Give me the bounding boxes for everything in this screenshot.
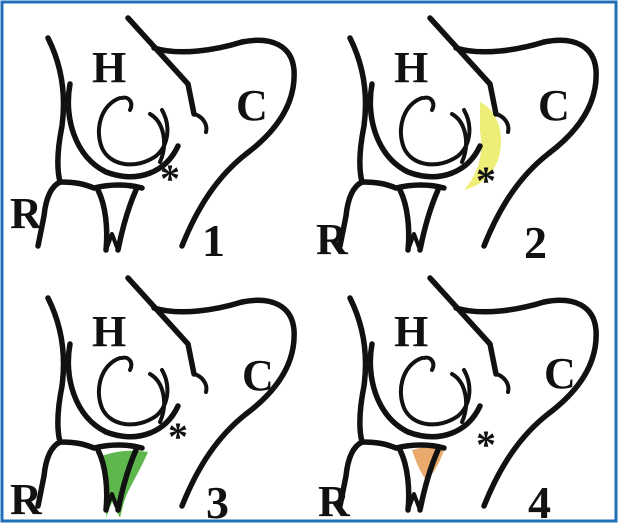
panel-number: 1 — [202, 215, 225, 266]
radius-label: R — [10, 475, 43, 523]
panel-1: H C R * 1 — [10, 18, 294, 266]
condyle-label: C — [236, 81, 268, 130]
head-label: H — [394, 43, 428, 92]
panel-number: 3 — [206, 477, 229, 523]
condyle-label: C — [544, 349, 576, 398]
head-label: H — [92, 307, 126, 356]
radius-label: R — [316, 215, 349, 264]
panel-3: H C R * 3 — [10, 278, 294, 523]
radius-label: R — [10, 189, 43, 238]
panel-2: H C R * 2 — [316, 18, 596, 268]
panel-4: H C R * 4 — [318, 278, 596, 523]
marker-asterisk: * — [476, 422, 496, 467]
radius-label: R — [318, 477, 351, 523]
marker-asterisk: * — [168, 414, 188, 459]
panel-number: 2 — [524, 217, 547, 268]
marker-asterisk: * — [160, 156, 180, 201]
condyle-label: C — [242, 351, 274, 400]
head-label: H — [92, 43, 126, 92]
head-label: H — [394, 307, 428, 356]
marker-asterisk: * — [476, 158, 496, 203]
condyle-label: C — [538, 81, 570, 130]
panel-number: 4 — [528, 477, 551, 523]
